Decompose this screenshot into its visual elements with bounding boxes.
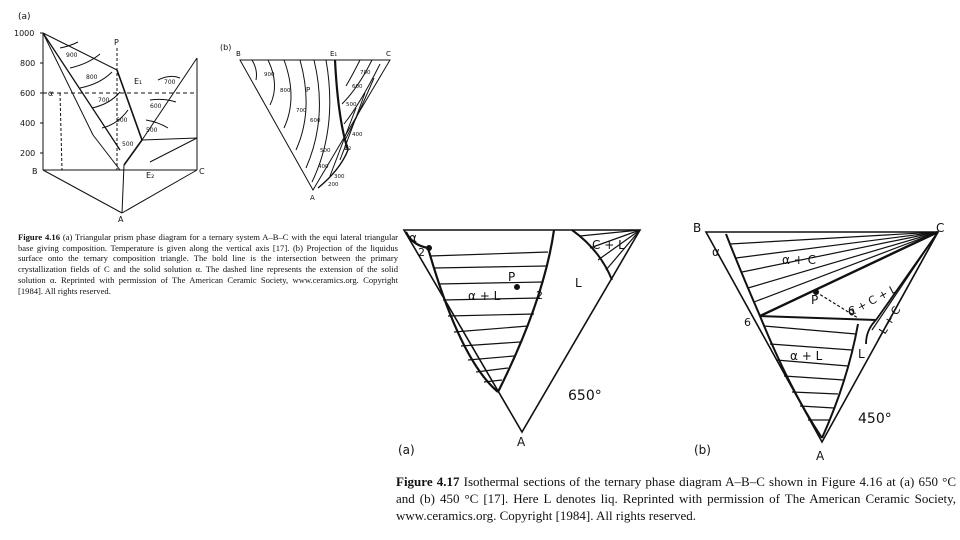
s-b-six-left: 6 xyxy=(744,316,751,329)
proj-C: C xyxy=(386,50,391,58)
tick-1000: 1000 xyxy=(14,29,34,38)
fig417b-label: (b) xyxy=(694,443,711,457)
proj-E1: E₁ xyxy=(330,50,337,58)
E1-label: E₁ xyxy=(134,77,142,86)
figure-4-16-text: (a) Triangular prism phase diagram for a… xyxy=(18,232,399,296)
s-a-two-right: 2 xyxy=(536,289,543,302)
iso-700: 700 xyxy=(98,97,110,104)
s-a-alpha-L: α + L xyxy=(468,289,501,303)
fig416a-label: (a) xyxy=(18,12,31,22)
figure-4-16-caption: Figure 4.16 (a) Triangular prism phase d… xyxy=(18,232,398,296)
proj-P: P xyxy=(306,86,310,94)
figure-4-17-text: Isothermal sections of the ternary phase… xyxy=(396,474,957,523)
proj-iso-r-500: 500 xyxy=(346,102,357,108)
s-b-C: C xyxy=(936,221,944,235)
tick-800: 800 xyxy=(20,59,35,68)
proj-iso-r-300: 300 xyxy=(334,174,345,180)
proj-iso-r-200: 200 xyxy=(328,182,339,188)
fig417a-section: α 2 α + L P 2 C + L L 650° A (a) xyxy=(398,229,642,457)
s-b-alpha: α xyxy=(712,245,720,259)
figure-4-17-caption: Figure 4.17 Isothermal sections of the t… xyxy=(396,474,956,525)
proj-iso-r-700: 700 xyxy=(360,70,371,76)
figure-4-16-title: Figure 4.16 xyxy=(18,232,61,242)
s-a-L: L xyxy=(575,276,582,290)
iso-r-700: 700 xyxy=(164,79,176,86)
proj-A: A xyxy=(310,194,315,202)
s-b-L-C: L + C xyxy=(876,304,903,337)
s-b-A: A xyxy=(816,449,825,463)
tick-200: 200 xyxy=(20,149,35,158)
fig416b-projection: (b) B E₁ C A E₂ P 900 800 700 600 xyxy=(220,43,391,202)
fig417a-label: (a) xyxy=(398,443,415,457)
tick-600: 600 xyxy=(20,89,35,98)
point-P: P xyxy=(114,38,119,47)
fig416a-prism: (a) xyxy=(14,12,205,224)
iso-r-500: 500 xyxy=(146,127,158,134)
proj-E2: E₂ xyxy=(344,144,351,152)
proj-iso-700: 700 xyxy=(296,108,307,114)
iso-600: 600 xyxy=(116,117,128,124)
vertex-A: A xyxy=(118,215,124,224)
figure-4-17-title: Figure 4.17 xyxy=(396,474,460,489)
s-b-temp: 450° xyxy=(858,411,892,427)
alpha-label: α xyxy=(48,89,53,98)
s-a-alpha: α xyxy=(409,231,417,245)
s-b-L: L xyxy=(858,347,865,361)
iso-900: 900 xyxy=(66,52,78,59)
proj-iso-r-400: 400 xyxy=(352,132,363,138)
s-a-temp: 650° xyxy=(568,388,602,404)
E2-label: E₂ xyxy=(146,171,154,180)
s-b-alpha-L: α + L xyxy=(790,349,823,363)
tick-400: 400 xyxy=(20,119,35,128)
s-b-P: P xyxy=(811,293,818,307)
iso-500: 500 xyxy=(122,141,134,148)
s-b-six-right: 6 xyxy=(848,304,855,317)
proj-iso-500: 500 xyxy=(320,148,331,154)
vertex-B: B xyxy=(32,167,38,176)
proj-B: B xyxy=(236,50,241,58)
vertex-C: C xyxy=(199,167,205,176)
s-a-A: A xyxy=(517,435,526,449)
s-b-alpha-C: α + C xyxy=(782,253,816,267)
proj-iso-600: 600 xyxy=(310,118,321,124)
iso-r-600: 600 xyxy=(150,103,162,110)
fig417b-section: B C α α + C α + C + L P 6 6 L + C α + L … xyxy=(693,221,944,463)
iso-800: 800 xyxy=(86,74,98,81)
s-a-C-L: C + L xyxy=(592,238,625,252)
s-a-P: P xyxy=(508,270,515,284)
proj-iso-r-600: 600 xyxy=(352,84,363,90)
proj-iso-900: 900 xyxy=(264,72,275,78)
fig416b-label: (b) xyxy=(220,43,231,52)
s-b-B: B xyxy=(693,221,701,235)
proj-iso-400: 400 xyxy=(318,164,329,170)
s-a-two-top: 2 xyxy=(418,246,425,259)
proj-iso-800: 800 xyxy=(280,88,291,94)
